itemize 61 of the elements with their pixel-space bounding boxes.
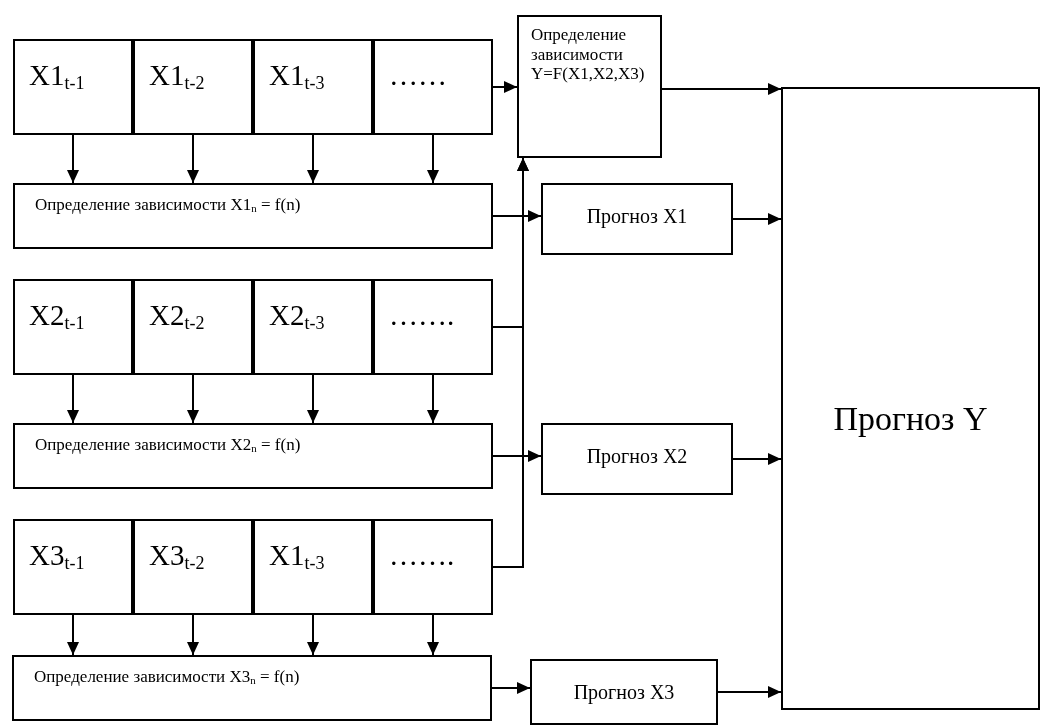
arrow [491, 682, 531, 694]
arrow [492, 450, 542, 462]
data-cell [133, 519, 253, 615]
data-cell [133, 39, 253, 135]
arrow [427, 134, 439, 184]
arrow [307, 374, 319, 424]
box-label: X2$_{t-1}$ [29, 299, 85, 334]
box-label: X1$_{t-2}$ [149, 59, 205, 94]
arrow [67, 614, 79, 656]
arrow [307, 134, 319, 184]
box-label: ……. [389, 539, 455, 573]
box-label: Определение зависимости X2$_{n}$ = f(n) [35, 435, 301, 455]
process-box [541, 423, 733, 495]
data-cell [13, 279, 133, 375]
box-label: Определение зависимости X1$_{n}$ = f(n) [35, 195, 301, 215]
box-label: …… [389, 59, 447, 93]
data-cell [253, 279, 373, 375]
arrow [67, 134, 79, 184]
box-label: X2$_{t-2}$ [149, 299, 205, 334]
arrow [492, 81, 518, 93]
process-box [12, 655, 492, 721]
result-box [781, 87, 1040, 710]
arrow [187, 614, 199, 656]
arrow [187, 134, 199, 184]
arrow [492, 157, 529, 568]
process-box [13, 423, 493, 489]
box-label: Прогноз X3 [572, 681, 676, 704]
box-label: X3$_{t-1}$ [29, 539, 85, 574]
data-cell [13, 519, 133, 615]
data-cell [253, 519, 373, 615]
data-cell [13, 39, 133, 135]
arrow [67, 374, 79, 424]
data-cell [373, 519, 493, 615]
data-cell [133, 279, 253, 375]
arrow [187, 374, 199, 424]
box-label: ……. [389, 299, 455, 333]
process-box [13, 183, 493, 249]
arrow [717, 686, 782, 698]
arrow [307, 614, 319, 656]
box-label: Прогноз X1 [585, 205, 689, 228]
arrow [427, 374, 439, 424]
box-label: Определение зависимости X3$_{n}$ = f(n) [34, 667, 300, 687]
data-cell [373, 39, 493, 135]
arrow [732, 213, 782, 225]
box-label: Прогноз X2 [585, 445, 689, 468]
box-label: X1$_{t-3}$ [269, 59, 325, 94]
box-label: Определение зависимости Y=F(X1,X2,X3) [531, 25, 646, 84]
process-box [517, 15, 662, 158]
box-label: X1$_{t-1}$ [29, 59, 85, 94]
box-label: X3$_{t-2}$ [149, 539, 205, 574]
arrow [492, 210, 542, 222]
process-box [541, 183, 733, 255]
box-label: Прогноз Y [832, 399, 989, 439]
arrow [427, 614, 439, 656]
arrow [732, 453, 782, 465]
process-box [530, 659, 718, 725]
arrow [661, 83, 782, 95]
box-label: X2$_{t-3}$ [269, 299, 325, 334]
data-cell [253, 39, 373, 135]
box-label: X1$_{t-3}$ [269, 539, 325, 574]
data-cell [373, 279, 493, 375]
